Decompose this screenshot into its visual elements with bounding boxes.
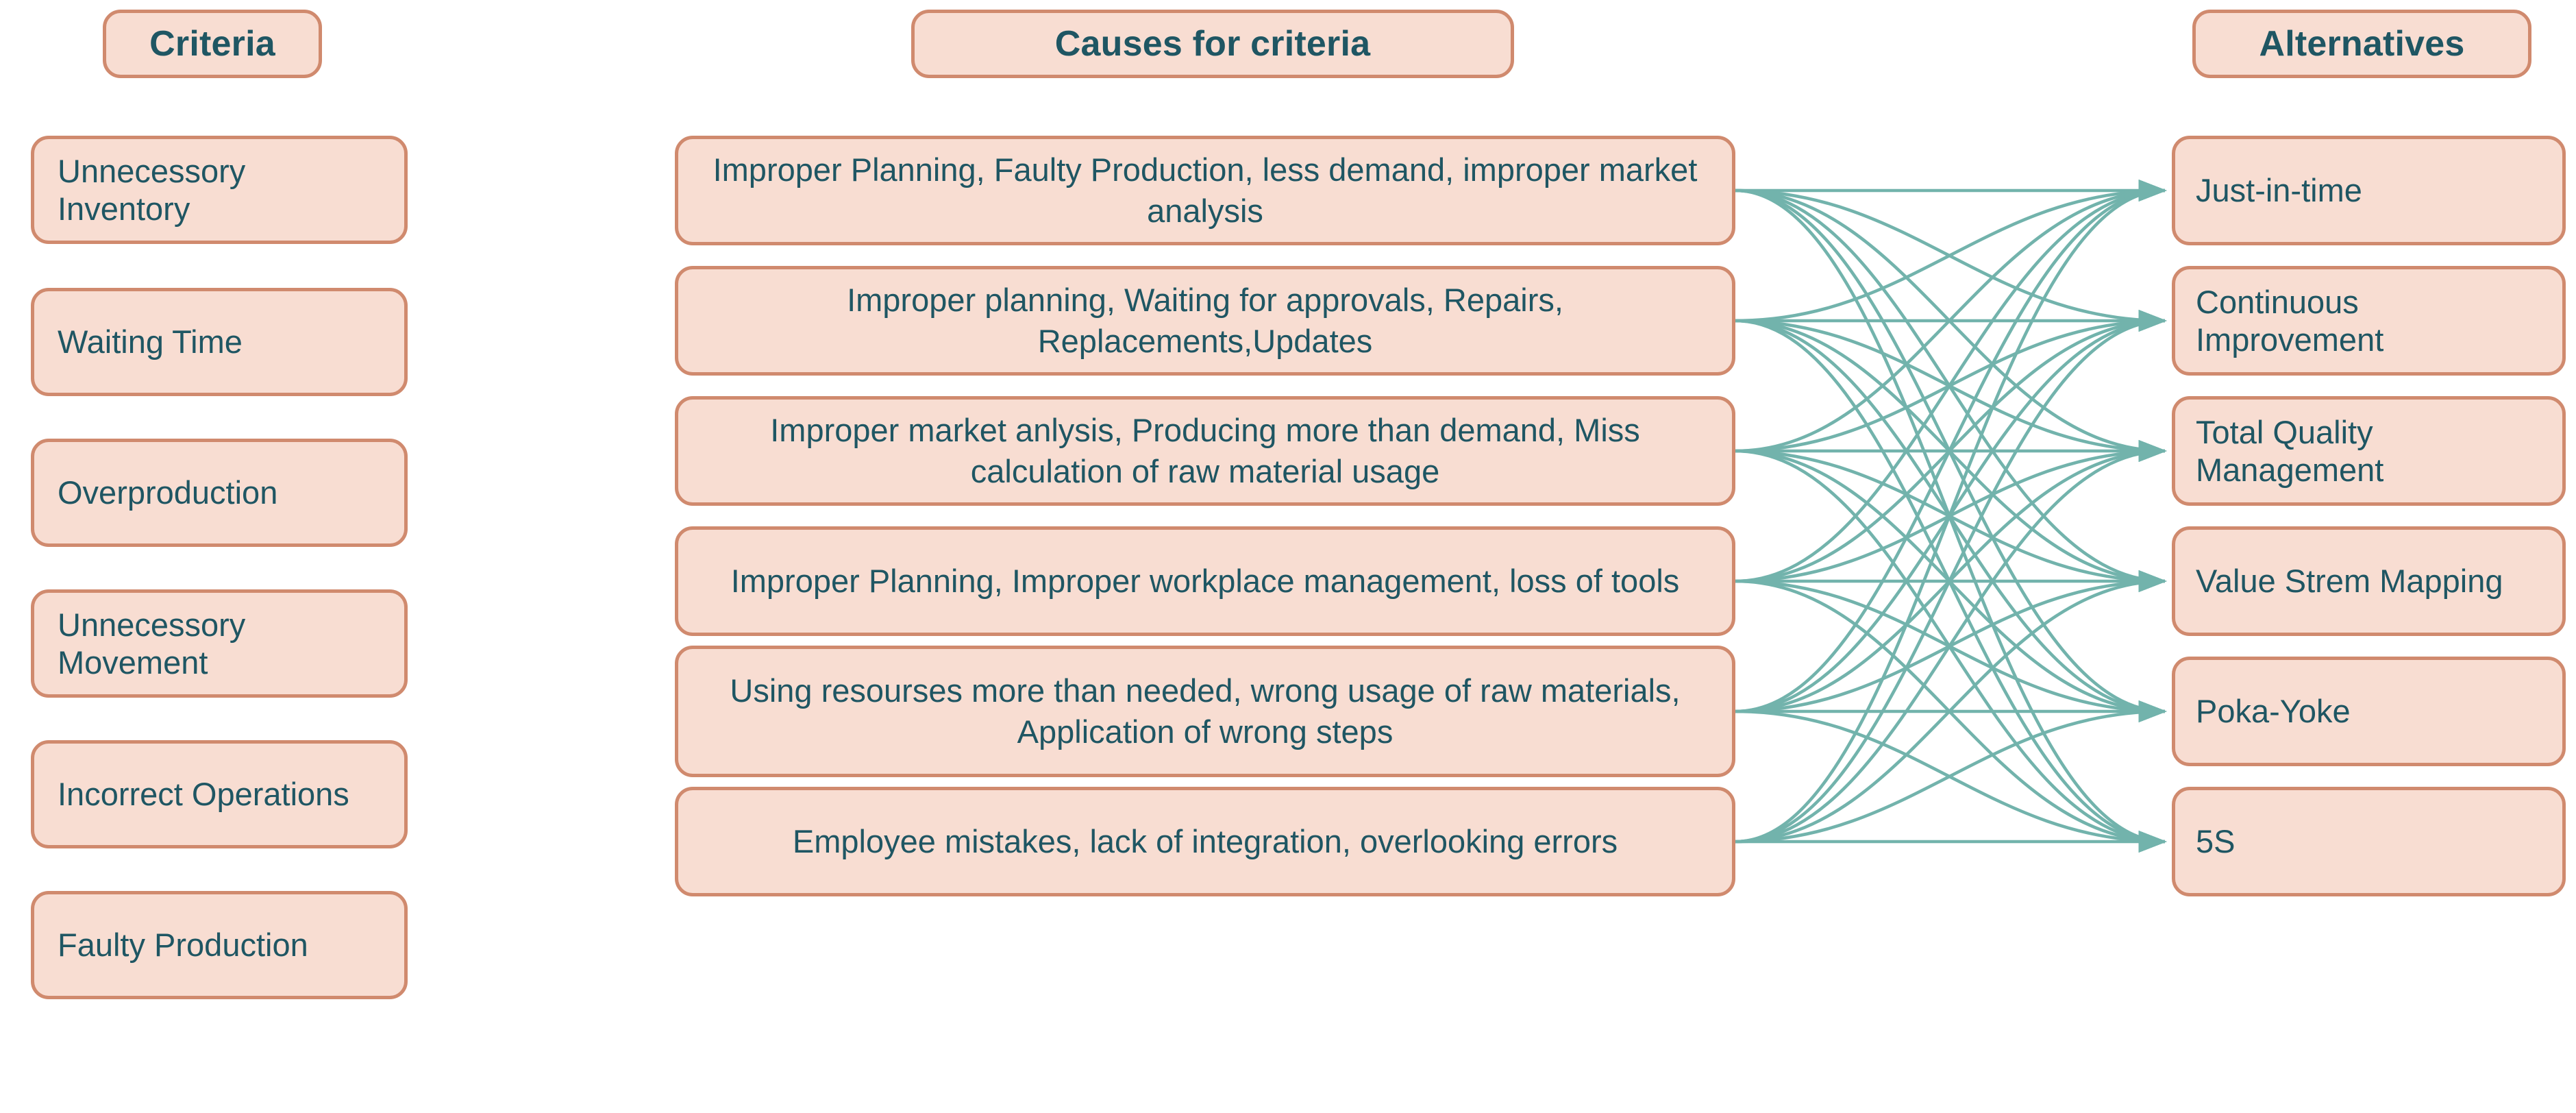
column-header-causes: Causes for criteria	[911, 10, 1514, 78]
cause-item-label: Improper Planning, Faulty Production, le…	[713, 151, 1698, 229]
alternative-item-label: Value Strem Mapping	[2196, 563, 2503, 600]
column-header-alternatives: Alternatives	[2192, 10, 2531, 78]
cause-item-4[interactable]: Improper Planning, Improper workplace ma…	[675, 526, 1735, 636]
alternative-item-poka-yoke[interactable]: Poka-Yoke	[2172, 657, 2566, 766]
cause-item-label: Employee mistakes, lack of integration, …	[792, 822, 1618, 859]
cause-item-5[interactable]: Using resourses more than needed, wrong …	[675, 646, 1735, 777]
criteria-item-unnecessory-inventory[interactable]: Unnecessory Inventory	[31, 136, 408, 244]
alternative-item-value-strem-mapping[interactable]: Value Strem Mapping	[2172, 526, 2566, 636]
cause-item-label: Using resourses more than needed, wrong …	[730, 672, 1681, 750]
criteria-item-incorrect-operations[interactable]: Incorrect Operations	[31, 740, 408, 848]
alternative-item-continuous-improvement[interactable]: Continuous Improvement	[2172, 266, 2566, 376]
alternative-item-5s[interactable]: 5S	[2172, 787, 2566, 896]
cause-item-label: Improper Planning, Improper workplace ma…	[730, 562, 1680, 599]
cause-item-label: Improper planning, Waiting for approvals…	[847, 281, 1563, 359]
column-header-criteria-label: Criteria	[149, 24, 275, 64]
criteria-item-waiting-time[interactable]: Waiting Time	[31, 288, 408, 396]
cause-item-3[interactable]: Improper market anlysis, Producing more …	[675, 396, 1735, 506]
criteria-item-label: Faulty Production	[58, 927, 308, 964]
alternative-item-just-in-time[interactable]: Just-in-time	[2172, 136, 2566, 245]
alternative-item-label: Total Quality Management	[2196, 413, 2384, 488]
criteria-item-label: Waiting Time	[58, 323, 243, 360]
cause-item-2[interactable]: Improper planning, Waiting for approvals…	[675, 266, 1735, 376]
alternative-item-label: 5S	[2196, 823, 2236, 860]
criteria-item-label: Incorrect Operations	[58, 776, 349, 813]
alternative-item-label: Continuous Improvement	[2196, 283, 2384, 358]
column-header-causes-label: Causes for criteria	[1054, 24, 1371, 64]
column-header-criteria: Criteria	[103, 10, 322, 78]
alternative-item-total-quality-management[interactable]: Total Quality Management	[2172, 396, 2566, 506]
cause-item-label: Improper market anlysis, Producing more …	[770, 411, 1640, 489]
criteria-item-unnecessory-movement[interactable]: Unnecessory Movement	[31, 589, 408, 698]
criteria-item-label: Overproduction	[58, 474, 278, 511]
cause-item-6[interactable]: Employee mistakes, lack of integration, …	[675, 787, 1735, 896]
cause-item-1[interactable]: Improper Planning, Faulty Production, le…	[675, 136, 1735, 245]
criteria-item-faulty-production[interactable]: Faulty Production	[31, 891, 408, 999]
criteria-item-overproduction[interactable]: Overproduction	[31, 439, 408, 547]
column-header-alternatives-label: Alternatives	[2259, 24, 2465, 64]
criteria-item-label: Unnecessory Inventory	[58, 152, 246, 227]
alternative-item-label: Poka-Yoke	[2196, 693, 2351, 730]
criteria-item-label: Unnecessory Movement	[58, 606, 246, 681]
alternative-item-label: Just-in-time	[2196, 172, 2362, 209]
